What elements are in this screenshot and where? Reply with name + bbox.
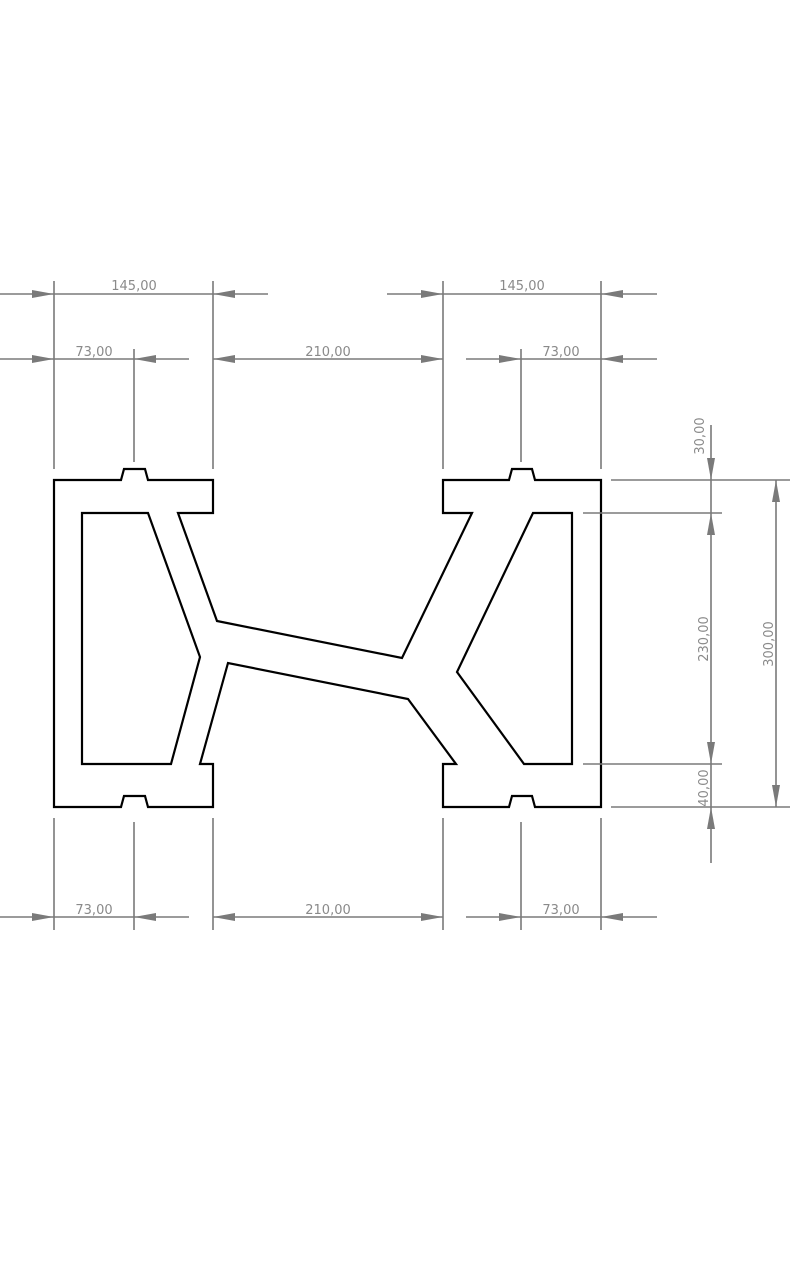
dim-bottom-half-right: 73,00 <box>542 903 579 918</box>
bottom-dimensions: 73,00 210,00 73,00 <box>0 818 657 930</box>
dim-bottom-gap: 210,00 <box>305 903 351 918</box>
dim-top-half-right: 73,00 <box>542 345 579 360</box>
left-inner-cavity <box>80 511 202 766</box>
dim-right-total-height: 300,00 <box>762 621 777 667</box>
profile-outline <box>52 467 603 809</box>
dim-top-half-left: 73,00 <box>75 345 112 360</box>
outer-contour <box>52 467 603 809</box>
dim-right-inner-height: 230,00 <box>697 616 712 662</box>
dim-right-top-offset: 30,00 <box>693 417 708 454</box>
right-dimensions: 30,00 230,00 40,00 300,00 <box>583 417 790 863</box>
dim-top-width-right: 145,00 <box>499 279 545 294</box>
right-inner-cavity <box>455 511 574 766</box>
dim-top-width-left: 145,00 <box>111 279 157 294</box>
top-dimensions: 145,00 145,00 73,00 210,00 73,00 <box>0 279 657 469</box>
dim-right-bottom-offset: 40,00 <box>697 769 712 806</box>
dim-bottom-half-left: 73,00 <box>75 903 112 918</box>
dim-top-gap: 210,00 <box>305 345 351 360</box>
